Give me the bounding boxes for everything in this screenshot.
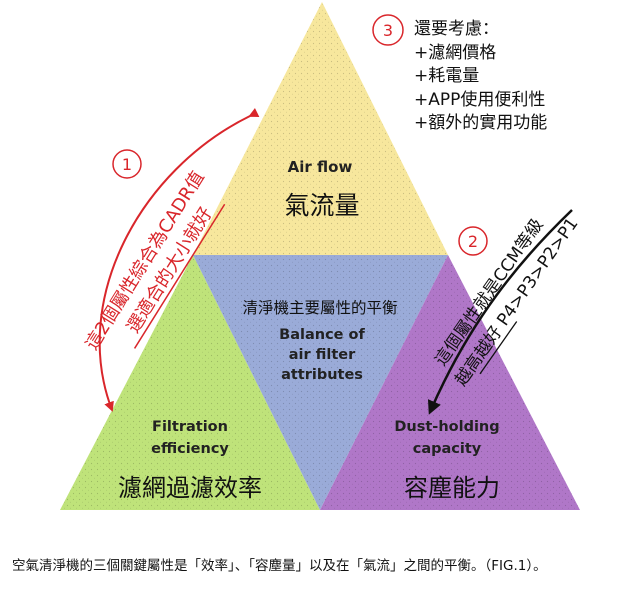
consideration-item: +耗電量	[414, 66, 480, 86]
badge-2-number: 2	[468, 232, 478, 251]
badge-3-circle	[372, 14, 404, 46]
dust-holding-zh-label: 容塵能力	[404, 474, 500, 502]
filtration-zh-label: 濾網過濾效率	[118, 474, 262, 502]
balance-zh-label: 清淨機主要屬性的平衡	[242, 299, 397, 317]
cadr-curved-arrow	[98, 107, 260, 412]
ccm-annotation-underline	[479, 321, 518, 375]
airflow-zh-label: 氣流量	[284, 191, 359, 220]
consideration-item: +APP使用便利性	[414, 89, 546, 110]
considerations-title: 還要考慮：	[414, 19, 499, 39]
consideration-item: +額外的實用功能	[414, 113, 548, 133]
dust-holding-en-line2: capacity	[413, 441, 482, 457]
balance-en-line2: air filter	[289, 347, 356, 363]
figure-caption: 空氣清淨機的三個關鍵屬性是「效率」、「容塵量」以及在「氣流」之間的平衡。（FIG…	[12, 558, 547, 574]
badge-1-number: 1	[122, 155, 132, 174]
badge-3-number: 3	[383, 21, 393, 40]
badge-2-circle	[458, 226, 488, 256]
badge-1-circle	[112, 149, 142, 179]
filtration-en-line1: Filtration	[152, 419, 228, 435]
cadr-annotation-underline	[133, 203, 226, 349]
filtration-en-line2: efficiency	[151, 441, 229, 457]
consideration-item: +濾網價格	[414, 42, 497, 63]
balance-en-line3: attributes	[281, 367, 363, 383]
balance-en-line1: Balance of	[279, 327, 365, 343]
additional-considerations: 還要考慮： +濾網價格 +耗電量 +APP使用便利性 +額外的實用功能	[414, 18, 634, 136]
ccm-arrow	[427, 209, 573, 415]
right-triangle-texture	[320, 255, 580, 510]
airflow-en-label: Air flow	[288, 158, 353, 176]
dust-holding-en-line1: Dust-holding	[394, 419, 499, 435]
